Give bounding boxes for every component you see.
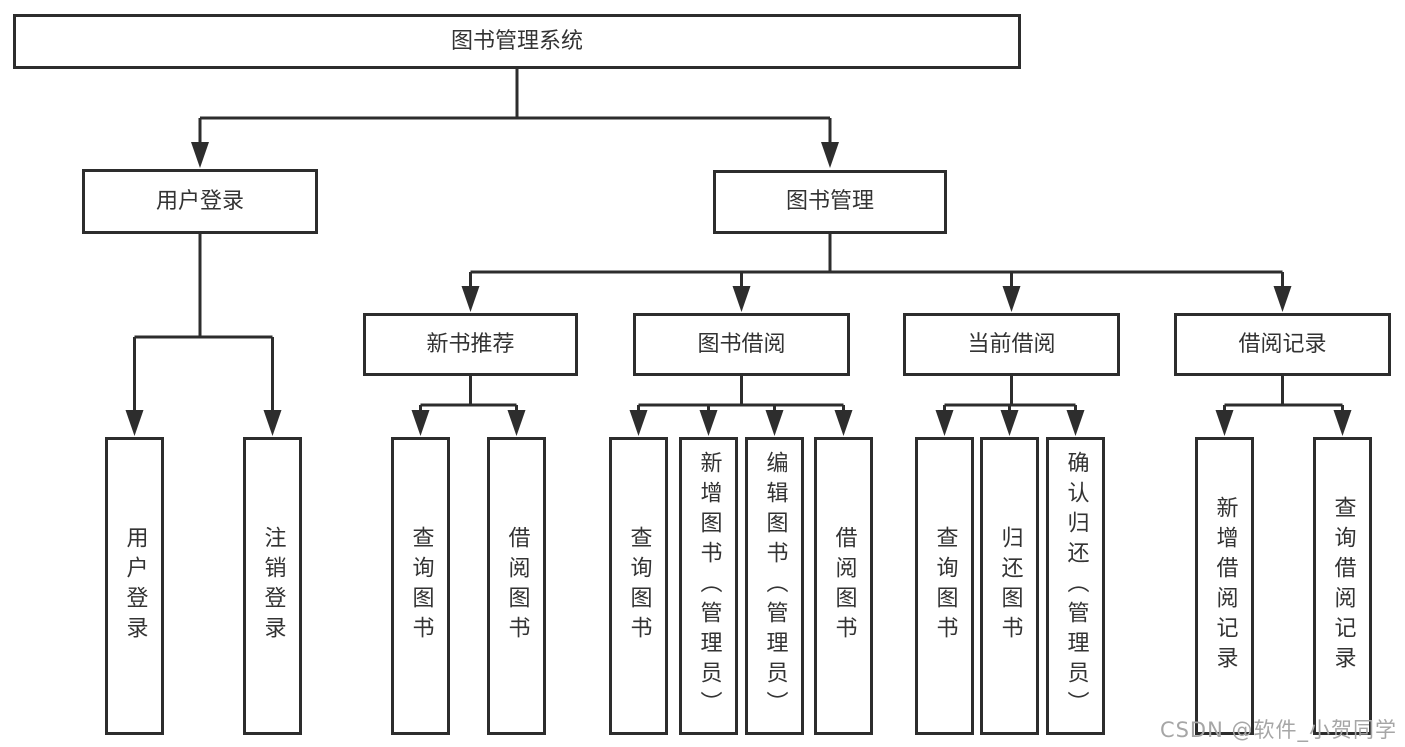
arrowhead bbox=[1000, 410, 1019, 436]
arrowhead bbox=[411, 410, 430, 436]
arrowhead bbox=[732, 286, 751, 312]
arrowhead bbox=[821, 142, 839, 168]
leaf-return-books: 归还图书 bbox=[980, 437, 1039, 735]
leaf-borrow-books: 借阅图书 bbox=[814, 437, 873, 735]
arrowhead bbox=[1333, 410, 1352, 436]
node-book-management: 图书管理 bbox=[713, 170, 947, 234]
node-current-borrowing: 当前借阅 bbox=[903, 313, 1120, 376]
arrowhead bbox=[1215, 410, 1234, 436]
arrowheads bbox=[125, 142, 1352, 436]
arrowhead bbox=[629, 410, 648, 436]
leaf-add-books-admin: 新增图书（管理员） bbox=[679, 437, 738, 735]
connector-bookborrow-to-leaves bbox=[637, 376, 845, 412]
arrowhead bbox=[191, 142, 209, 168]
arrowhead bbox=[834, 410, 853, 436]
node-book-borrowing: 图书借阅 bbox=[633, 313, 850, 376]
arrowhead bbox=[507, 410, 526, 436]
csdn-watermark: CSDN @软件_小贺同学 bbox=[1159, 718, 1397, 742]
arrowhead bbox=[765, 410, 784, 436]
arrowhead bbox=[1002, 286, 1021, 312]
arrowhead bbox=[263, 410, 282, 436]
arrowhead bbox=[699, 410, 718, 436]
node-user-login: 用户登录 bbox=[82, 169, 318, 234]
node-borrowing-records: 借阅记录 bbox=[1174, 313, 1391, 376]
leaf-borrow-books: 借阅图书 bbox=[487, 437, 546, 735]
arrowhead bbox=[125, 410, 144, 436]
connector-borrowrecords-to-leaves bbox=[1223, 376, 1344, 412]
arrowhead bbox=[461, 286, 480, 312]
arrowhead bbox=[935, 410, 954, 436]
leaf-query-borrow-record: 查询借阅记录 bbox=[1313, 437, 1372, 735]
leaf-logout: 注销登录 bbox=[243, 437, 302, 735]
connector-userlogin-to-leaves bbox=[133, 234, 274, 412]
node-new-book-recommend: 新书推荐 bbox=[363, 313, 578, 376]
arrowhead bbox=[1066, 410, 1085, 436]
leaf-query-books: 查询图书 bbox=[609, 437, 668, 735]
arrowhead bbox=[1273, 286, 1292, 312]
leaf-confirm-return-admin: 确认归还（管理员） bbox=[1046, 437, 1105, 735]
leaf-query-books: 查询图书 bbox=[915, 437, 974, 735]
connector-bookmgmt-to-level3 bbox=[469, 234, 1284, 288]
leaf-user-login: 用户登录 bbox=[105, 437, 164, 735]
leaf-query-books: 查询图书 bbox=[391, 437, 450, 735]
connector-newbooks-to-leaves bbox=[419, 376, 518, 412]
connector-root-to-level2 bbox=[198, 69, 832, 144]
node-root: 图书管理系统 bbox=[13, 14, 1021, 69]
connector-currentborrow-to-leaves bbox=[943, 376, 1077, 412]
leaf-edit-books-admin: 编辑图书（管理员） bbox=[745, 437, 804, 735]
leaf-add-borrow-record: 新增借阅记录 bbox=[1195, 437, 1254, 735]
